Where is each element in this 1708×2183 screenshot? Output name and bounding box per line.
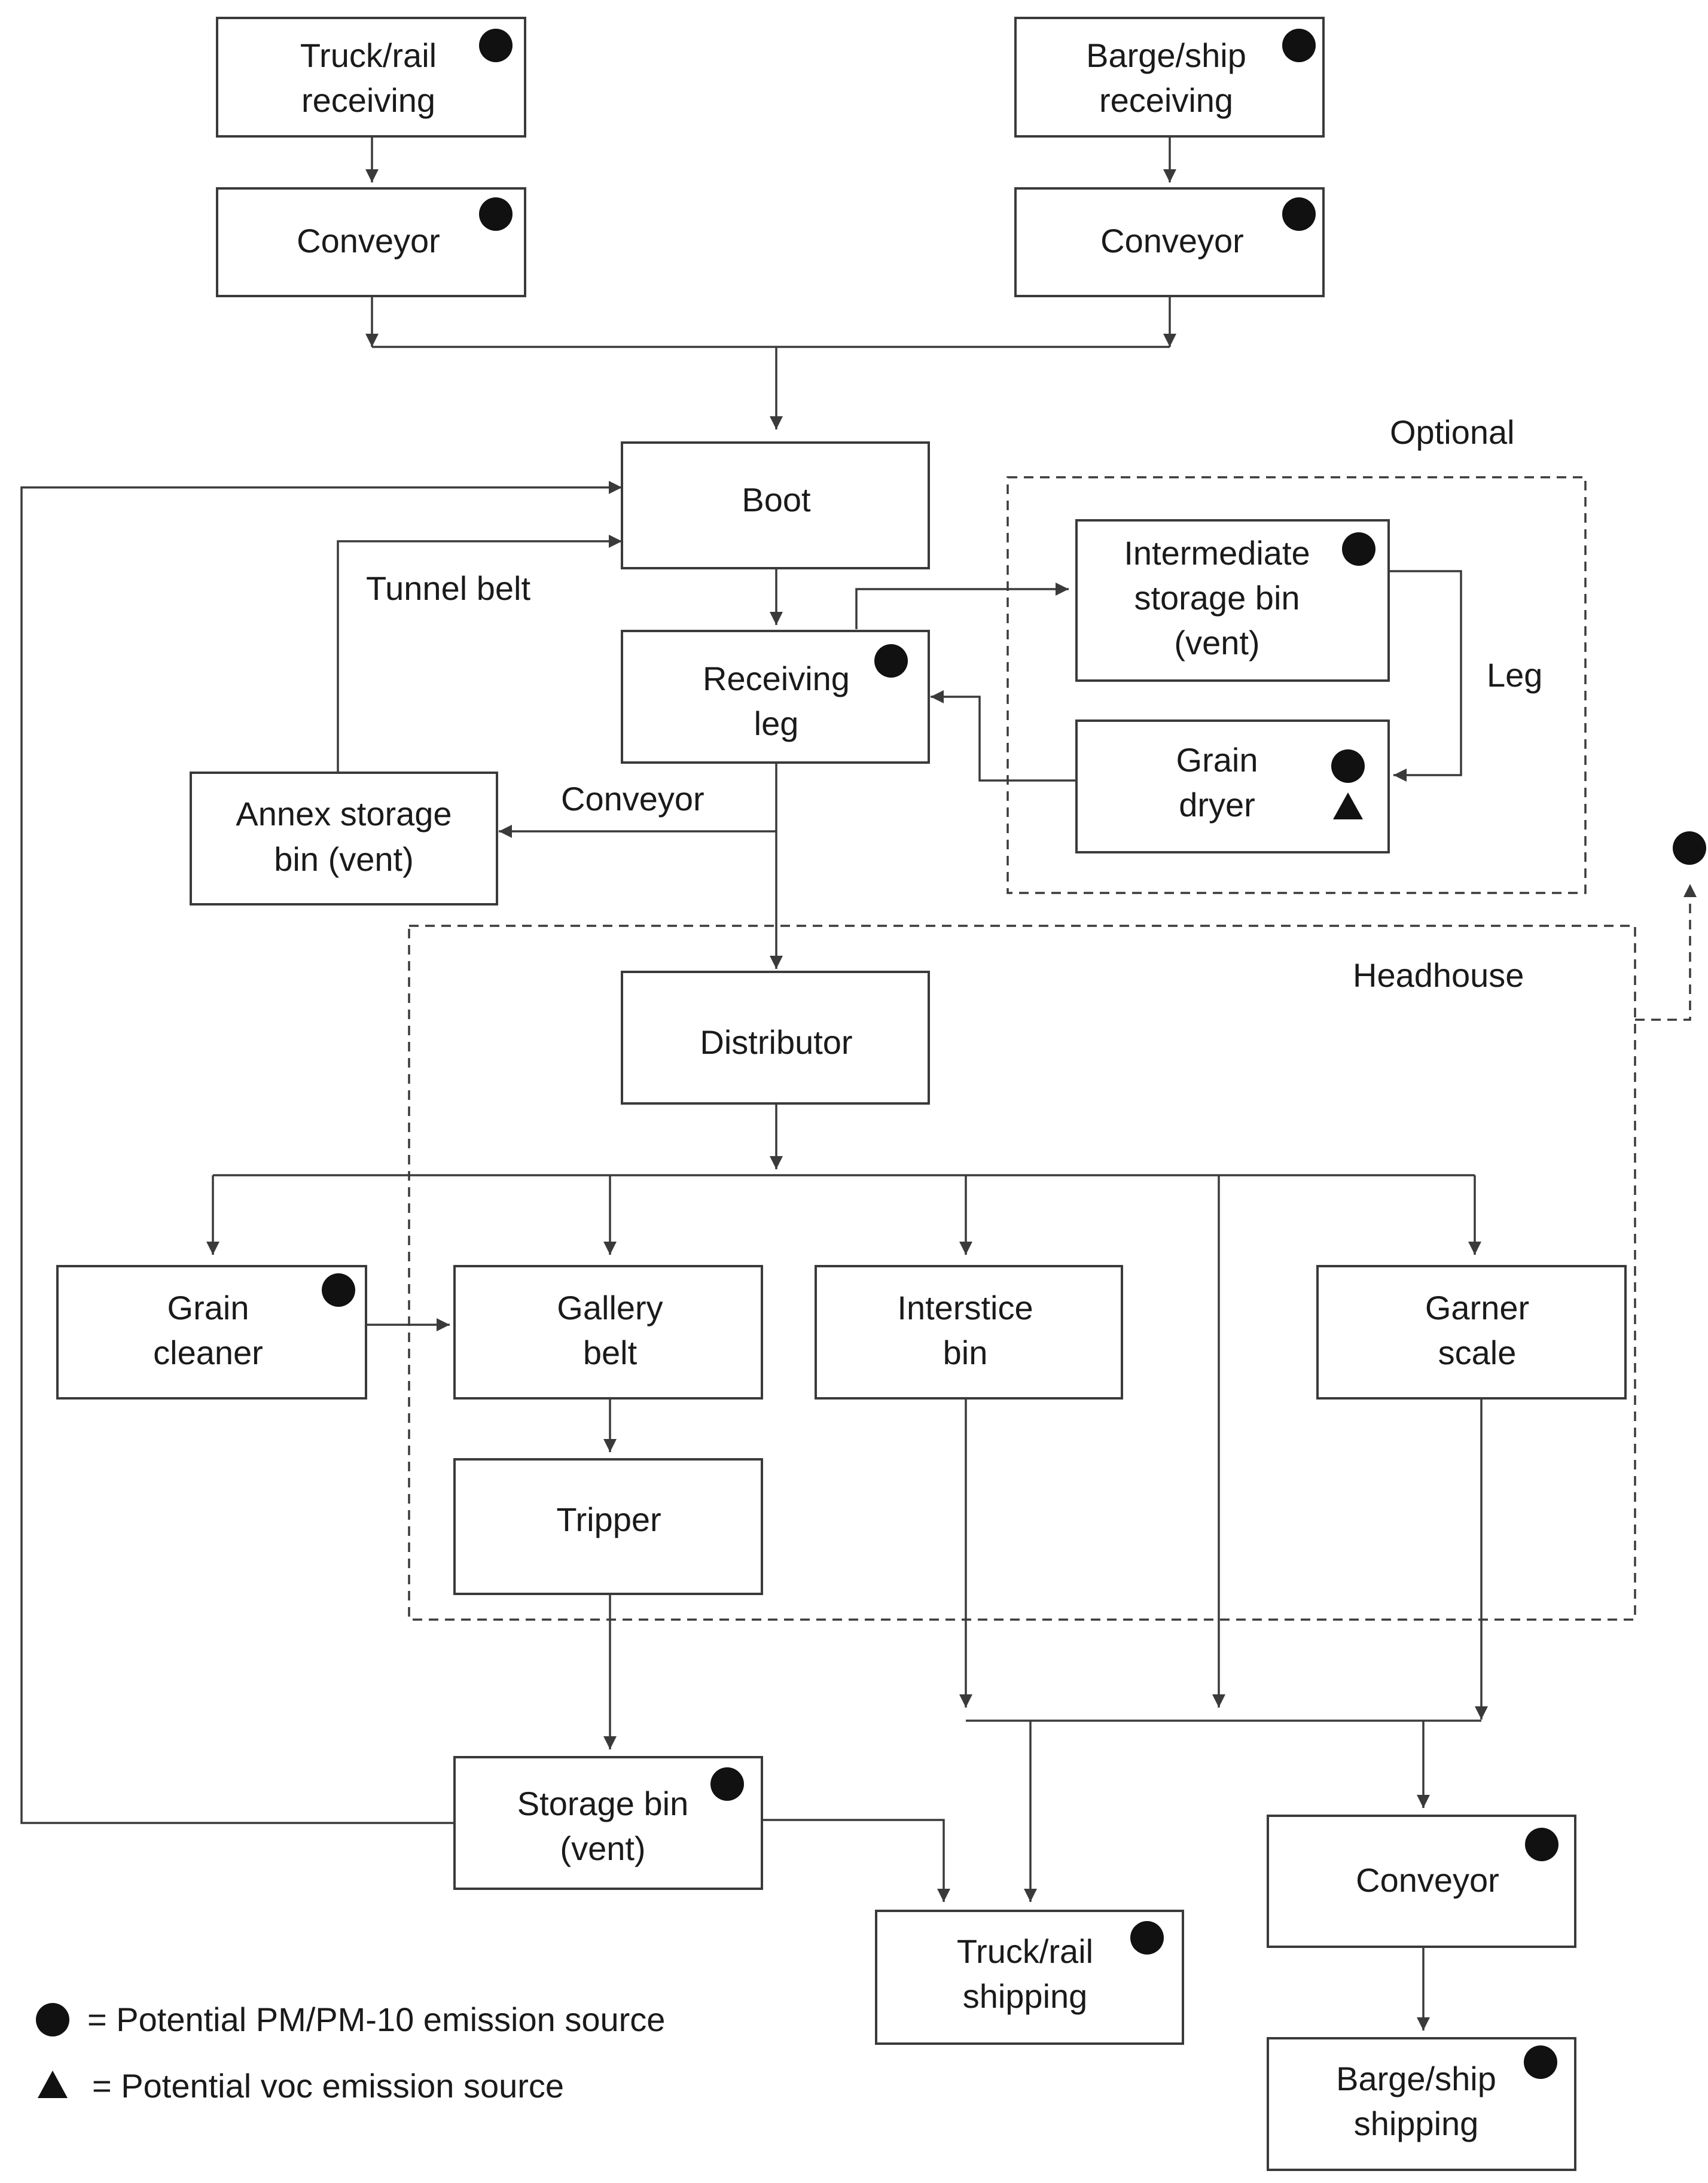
svg-text:Conveyor: Conveyor	[1356, 1861, 1499, 1899]
svg-text:Truck/rail: Truck/rail	[300, 36, 437, 74]
svg-text:Tripper: Tripper	[556, 1501, 661, 1538]
svg-text:Boot: Boot	[742, 481, 811, 519]
svg-text:(vent): (vent)	[560, 1830, 645, 1867]
node-tripper: Tripper	[453, 1458, 763, 1595]
pm-emission-dot	[1342, 532, 1375, 566]
svg-text:belt: belt	[583, 1334, 638, 1371]
svg-text:bin (vent): bin (vent)	[274, 840, 413, 878]
node-grain-cleaner: Grain cleaner	[56, 1265, 367, 1400]
svg-text:Annex storage: Annex storage	[236, 795, 452, 833]
svg-text:bin: bin	[943, 1334, 988, 1371]
pm-emission-dot	[1524, 2045, 1557, 2079]
node-barge-ship-shipping: Barge/ship shipping	[1267, 2037, 1576, 2171]
pm-emission-dot	[322, 1273, 355, 1307]
svg-text:Interstice: Interstice	[897, 1289, 1033, 1327]
svg-text:Receiving: Receiving	[703, 660, 850, 697]
node-annex-storage-bin: Annex storage bin (vent)	[190, 772, 498, 905]
node-gallery-belt: Gallery belt	[453, 1265, 763, 1400]
pm-emission-dot	[710, 1767, 744, 1801]
headhouse-vent-edge	[1635, 884, 1697, 1021]
node-interstice-bin: Interstice bin	[815, 1265, 1123, 1400]
pm-emission-dot	[1130, 1921, 1164, 1955]
svg-text:dryer: dryer	[1179, 786, 1255, 824]
headhouse-label: Headhouse	[1353, 956, 1524, 994]
connectors	[20, 138, 1488, 2030]
svg-text:(vent): (vent)	[1174, 624, 1259, 661]
node-conveyor-left: Conveyor	[216, 187, 526, 297]
pm-emission-dot	[1331, 749, 1365, 783]
voc-emission-triangle	[38, 2071, 68, 2098]
node-garner-scale: Garner scale	[1316, 1265, 1627, 1400]
node-receiving-leg: Receiving leg	[621, 630, 930, 764]
optional-label: Optional	[1390, 413, 1515, 451]
legend-pm: = Potential PM/PM-10 emission source	[87, 2001, 665, 2038]
node-distributor: Distributor	[621, 971, 930, 1105]
voc-emission-triangle	[1333, 792, 1363, 819]
pm-emission-dot	[36, 2003, 69, 2036]
svg-text:shipping: shipping	[1354, 2105, 1479, 2142]
svg-text:Grain: Grain	[167, 1289, 249, 1327]
svg-text:Barge/ship: Barge/ship	[1336, 2060, 1496, 2097]
svg-text:cleaner: cleaner	[153, 1334, 263, 1371]
legend: = Potential PM/PM-10 emission source = P…	[36, 2001, 665, 2105]
pm-emission-dot	[1282, 197, 1316, 231]
pm-emission-dot	[479, 29, 513, 62]
node-conveyor-bottom: Conveyor	[1267, 1815, 1576, 1948]
conveyor-edge-label: Conveyor	[561, 780, 704, 818]
node-storage-bin: Storage bin (vent)	[453, 1756, 763, 1890]
node-conveyor-right: Conveyor	[1014, 187, 1325, 297]
pm-emission-dot	[479, 197, 513, 231]
svg-text:Gallery: Gallery	[557, 1289, 663, 1327]
svg-text:Storage bin: Storage bin	[517, 1785, 688, 1822]
svg-text:scale: scale	[1438, 1334, 1517, 1371]
pm-emission-dot	[1282, 29, 1316, 62]
svg-text:storage bin: storage bin	[1134, 579, 1300, 617]
svg-text:Truck/rail: Truck/rail	[957, 1932, 1093, 1970]
node-barge-ship-receiving: Barge/ship receiving	[1014, 17, 1325, 138]
svg-text:Conveyor: Conveyor	[1100, 222, 1244, 260]
node-truck-rail-receiving: Truck/rail receiving	[216, 17, 526, 138]
svg-text:receiving: receiving	[301, 81, 435, 119]
node-intermediate-storage-bin: Intermediate storage bin (vent)	[1075, 519, 1390, 682]
svg-text:leg: leg	[754, 705, 799, 742]
pm-emission-dot	[874, 644, 908, 678]
tunnel-belt-label: Tunnel belt	[366, 569, 530, 607]
svg-text:Garner: Garner	[1425, 1289, 1529, 1327]
svg-text:Distributor: Distributor	[700, 1023, 852, 1061]
svg-text:Intermediate: Intermediate	[1124, 534, 1310, 572]
pm-emission-dot	[1525, 1828, 1558, 1861]
svg-text:shipping: shipping	[963, 1977, 1088, 2015]
node-truck-rail-shipping: Truck/rail shipping	[875, 1910, 1184, 2045]
node-boot: Boot	[621, 441, 930, 569]
pm-emission-dot	[1673, 831, 1706, 865]
legend-voc: = Potential voc emission source	[92, 2067, 564, 2105]
headhouse-region	[408, 925, 1636, 1621]
svg-text:Conveyor: Conveyor	[297, 222, 440, 260]
svg-text:Grain: Grain	[1176, 741, 1258, 779]
svg-text:receiving: receiving	[1099, 81, 1233, 119]
optional-region	[1006, 476, 1587, 894]
node-grain-dryer: Grain dryer	[1075, 719, 1390, 853]
svg-text:Barge/ship: Barge/ship	[1086, 36, 1246, 74]
leg-edge-label: Leg	[1487, 656, 1542, 694]
